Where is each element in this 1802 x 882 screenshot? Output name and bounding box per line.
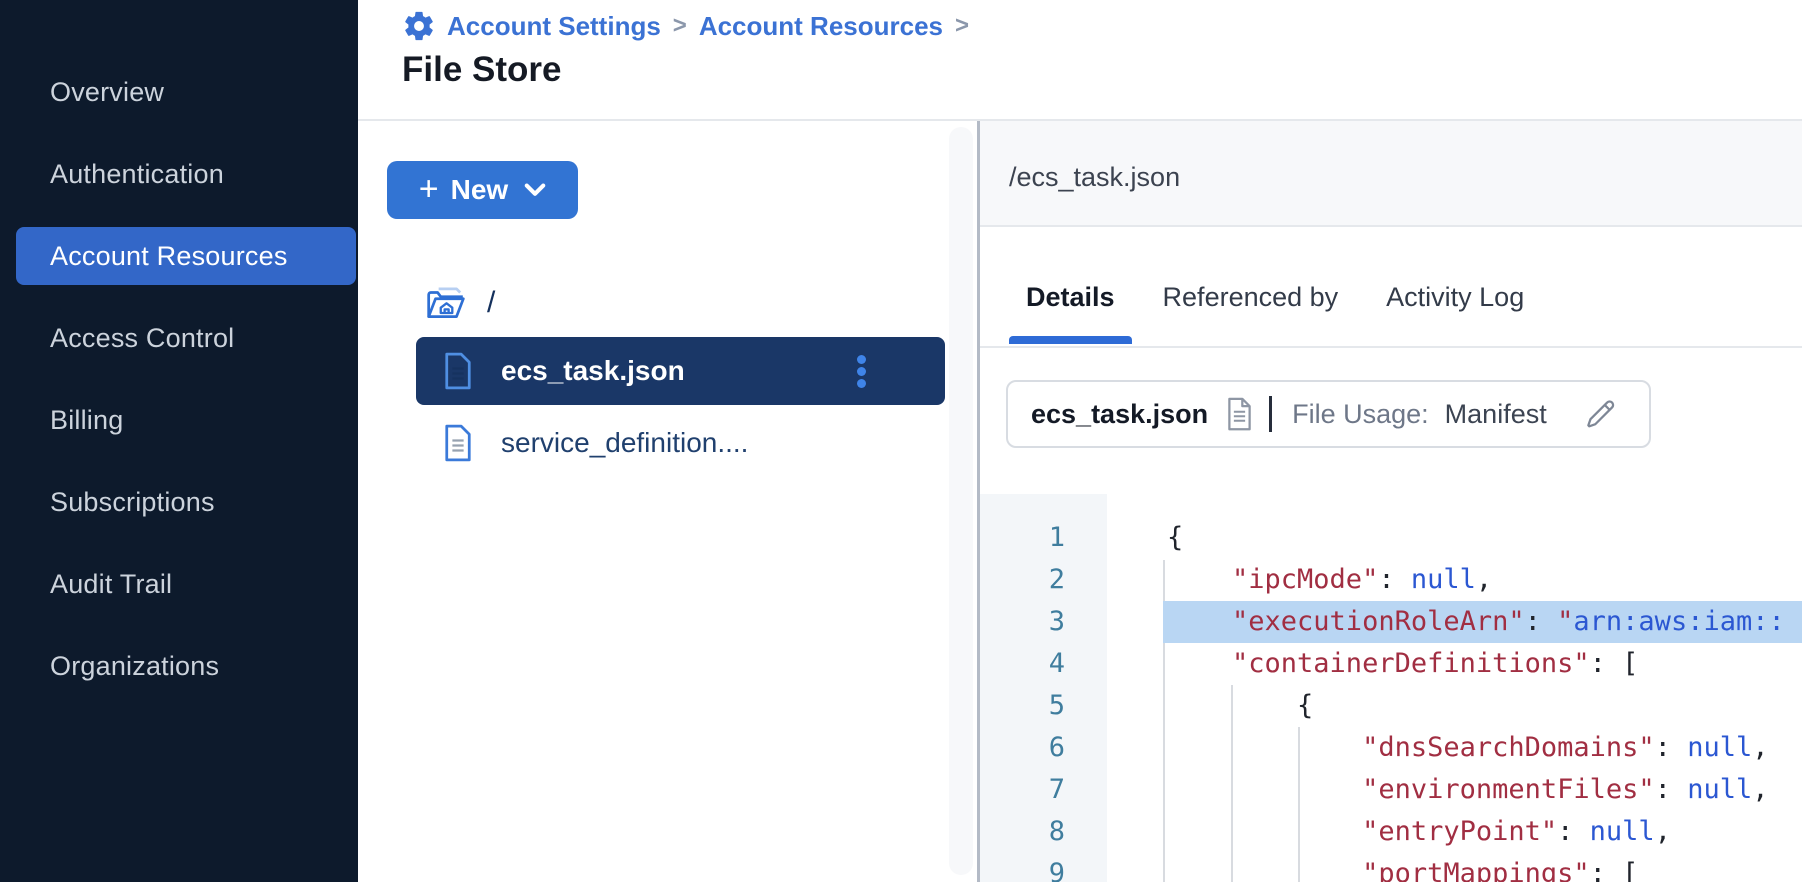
code-line-8[interactable]: 8 "entryPoint": null, (980, 811, 1802, 853)
new-button[interactable]: + New (387, 161, 578, 219)
root-folder-label: / (487, 286, 496, 319)
sidebar-item-organizations[interactable]: Organizations (16, 637, 356, 695)
breadcrumb-link-account-resources[interactable]: Account Resources (698, 10, 943, 41)
sidebar-item-label: Authentication (50, 158, 224, 189)
root-folder-row[interactable]: / (425, 284, 495, 322)
breadcrumb-link-account-settings[interactable]: Account Settings (447, 10, 661, 41)
tab-details[interactable]: Details (1009, 282, 1132, 346)
sidebar-item-overview[interactable]: Overview (16, 63, 356, 121)
sidebar-item-label: Audit Trail (50, 568, 173, 599)
file-icon (443, 424, 473, 462)
code-lines: 1{2 "ipcMode": null,3 "executionRoleArn"… (980, 517, 1802, 882)
code-line-6[interactable]: 6 "dnsSearchDomains": null, (980, 727, 1802, 769)
breadcrumb: Account Settings > Account Resources > (402, 9, 970, 43)
file-usage-value: Manifest (1444, 398, 1547, 429)
file-name: service_definition.... (501, 427, 749, 458)
sidebar-item-label: Billing (50, 404, 124, 435)
code-line-9[interactable]: 9 "portMappings": [ (980, 853, 1802, 882)
sidebar-item-label: Access Control (50, 322, 235, 353)
line-number: 9 (1048, 858, 1065, 882)
sidebar-item-label: Overview (50, 76, 165, 107)
edit-usage-pencil-icon[interactable] (1577, 397, 1625, 431)
file-path: /ecs_task.json (1009, 162, 1181, 192)
sidebar-item-label: Subscriptions (50, 486, 215, 517)
tab-label: Referenced by (1162, 282, 1339, 312)
code-text: "containerDefinitions": [ (1167, 648, 1639, 679)
page-title: File Store (402, 50, 562, 89)
line-number: 5 (1048, 690, 1065, 721)
code-text: { (1167, 690, 1314, 721)
code-text: "dnsSearchDomains": null, (1167, 732, 1769, 763)
line-number: 1 (1048, 522, 1065, 553)
file-row-ecs-task[interactable]: ecs_task.json (416, 337, 945, 405)
code-text: "ipcMode": null, (1167, 564, 1493, 595)
card-separator (1269, 396, 1273, 432)
sidebar-item-label: Account Resources (50, 240, 288, 271)
page-header: Account Settings > Account Resources > F… (358, 0, 1802, 121)
sidebar-item-subscriptions[interactable]: Subscriptions (16, 473, 356, 531)
indent-guide (1163, 560, 1165, 882)
line-number: 3 (1048, 606, 1065, 637)
code-line-2[interactable]: 2 "ipcMode": null, (980, 559, 1802, 601)
document-icon (1226, 397, 1253, 431)
card-file-name: ecs_task.json (1031, 398, 1209, 429)
detail-tabs: Details Referenced by Activity Log (980, 227, 1802, 348)
settings-gear-icon (402, 9, 436, 43)
open-folder-home-icon (425, 284, 467, 322)
code-text: "entryPoint": null, (1167, 816, 1671, 847)
indent-guide (1231, 685, 1233, 882)
sidebar-item-access-control[interactable]: Access Control (16, 309, 356, 367)
sidebar-item-billing[interactable]: Billing (16, 391, 356, 449)
indent-guide (1298, 727, 1300, 882)
tab-referenced-by[interactable]: Referenced by (1146, 282, 1356, 346)
panel-divider (977, 121, 980, 882)
breadcrumb-separator: > (672, 12, 687, 39)
code-text: "environmentFiles": null, (1167, 774, 1769, 805)
sidebar-item-label: Organizations (50, 650, 220, 681)
sidebar-item-audit-trail[interactable]: Audit Trail (16, 555, 356, 613)
active-tab-underline (1009, 336, 1132, 344)
file-summary-card: ecs_task.json File Usage: Manifest (1006, 380, 1651, 448)
file-store-panel: + New / (358, 121, 977, 882)
breadcrumb-separator: > (955, 12, 970, 39)
chevron-down-icon (524, 183, 546, 197)
code-viewer: 1{2 "ipcMode": null,3 "executionRoleArn"… (980, 494, 1802, 882)
code-line-7[interactable]: 7 "environmentFiles": null, (980, 769, 1802, 811)
line-number: 6 (1048, 732, 1065, 763)
code-text: { (1167, 522, 1184, 553)
plus-icon: + (418, 169, 439, 208)
file-path-header: /ecs_task.json (980, 121, 1802, 227)
new-button-label: New (450, 174, 509, 205)
code-text: "portMappings": [ (1167, 858, 1639, 882)
file-icon (443, 352, 473, 390)
line-number: 2 (1048, 564, 1065, 595)
file-row-service-definition[interactable]: service_definition.... (416, 409, 945, 477)
tab-label: Details (1026, 282, 1115, 312)
code-line-1[interactable]: 1{ (980, 517, 1802, 559)
file-detail-panel: /ecs_task.json Details Referenced by Act… (980, 121, 1802, 882)
file-name: ecs_task.json (501, 355, 685, 386)
code-line-3[interactable]: 3 "executionRoleArn": "arn:aws:iam:: (980, 601, 1802, 643)
code-text: "executionRoleArn": "arn:aws:iam:: (1107, 601, 1802, 643)
sidebar-item-account-resources[interactable]: Account Resources (16, 227, 356, 285)
code-line-4[interactable]: 4 "containerDefinitions": [ (980, 643, 1802, 685)
line-number: 8 (1048, 816, 1065, 847)
file-panel-scrollbar[interactable] (949, 127, 973, 875)
tab-activity-log[interactable]: Activity Log (1369, 282, 1541, 346)
line-number-gutter (980, 494, 1107, 882)
tab-label: Activity Log (1386, 282, 1525, 312)
line-number: 7 (1048, 774, 1065, 805)
file-summary-zone: ecs_task.json File Usage: Manifest (980, 348, 1802, 494)
line-number: 4 (1048, 648, 1065, 679)
file-usage-label: File Usage: (1292, 398, 1429, 429)
file-actions-kebab-icon[interactable] (841, 337, 881, 405)
sidebar-item-authentication[interactable]: Authentication (16, 145, 356, 203)
code-line-5[interactable]: 5 { (980, 685, 1802, 727)
